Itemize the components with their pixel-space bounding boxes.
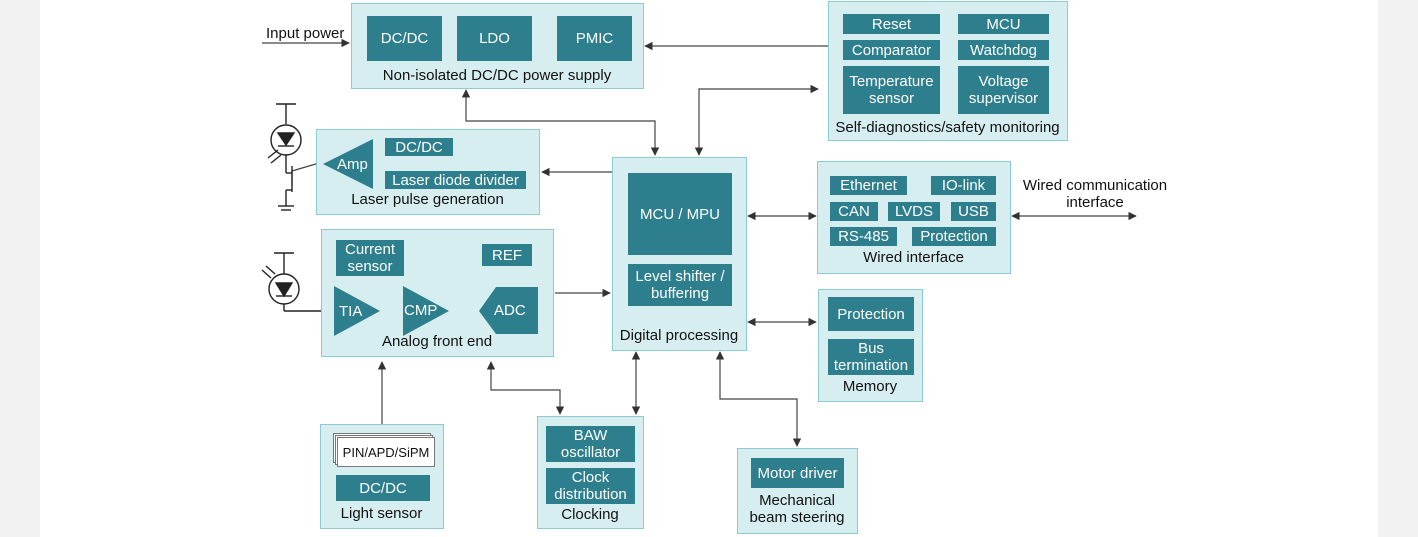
bus-line-1: Bus <box>858 340 884 357</box>
wired-comm-label: Wired communication interface <box>1018 177 1172 211</box>
baw-line-1: BAW <box>573 427 608 444</box>
laser-dcdc-block: DC/DC <box>385 138 453 156</box>
lvds-block: LVDS <box>888 202 940 221</box>
wired-protection-block: Protection <box>912 227 996 246</box>
wired-comm-line-2: interface <box>1066 194 1124 211</box>
clocking-caption: Clocking <box>561 506 619 523</box>
amp-triangle <box>323 139 373 189</box>
clocking-group: BAW oscillator Clock distribution Clocki… <box>537 416 644 529</box>
reset-block: Reset <box>843 14 940 34</box>
level-line-1: Level shifter / <box>635 268 725 285</box>
photodiode-symbol <box>261 252 333 312</box>
laser-caption: Laser pulse generation <box>351 191 504 208</box>
watchdog-block: Watchdog <box>958 40 1049 60</box>
current-line-2: sensor <box>347 258 393 275</box>
digital-processing-group: MCU / MPU Level shifter / buffering Digi… <box>612 157 747 351</box>
beam-line-1: Mechanical <box>759 492 835 509</box>
power-ldo-block: LDO <box>457 16 532 61</box>
baw-line-2: oscillator <box>560 444 621 461</box>
temperature-sensor-block: Temperature sensor <box>843 66 940 114</box>
pin-apd-sipm-label: PIN/APD/SiPM <box>342 444 430 460</box>
current-line-1: Current <box>344 241 396 258</box>
diagnostics-caption: Self-diagnostics/safety monitoring <box>835 119 1060 136</box>
memory-caption: Memory <box>842 378 898 395</box>
rs485-block: RS-485 <box>830 227 897 246</box>
afe-caption: Analog front end <box>381 333 493 350</box>
ethernet-block: Ethernet <box>830 176 907 195</box>
power-supply-group: DC/DC LDO PMIC Non-isolated DC/DC power … <box>351 3 644 89</box>
voltage-line-1: Voltage <box>978 73 1029 90</box>
digital-motor-link <box>715 351 802 447</box>
level-shifter-block: Level shifter / buffering <box>628 264 732 306</box>
temperature-line-1: Temperature <box>849 73 934 90</box>
light-dcdc-block: DC/DC <box>336 475 430 501</box>
temperature-line-2: sensor <box>868 90 915 107</box>
light-sensor-group: PIN/APD/SiPM DC/DC Light sensor <box>320 424 444 529</box>
mcu-mpu-block: MCU / MPU <box>628 173 732 255</box>
laser-pulse-group: Amp DC/DC Laser diode divider Laser puls… <box>316 129 540 215</box>
beam-steering-caption: Mechanical beam steering <box>738 492 856 526</box>
beam-line-2: beam steering <box>749 509 845 526</box>
amp-label: Amp <box>337 156 368 173</box>
digital-caption: Digital processing <box>619 327 739 344</box>
bus-line-2: termination <box>833 357 909 374</box>
voltage-line-2: supervisor <box>968 90 1039 107</box>
cmp-label: CMP <box>404 302 438 319</box>
can-block: CAN <box>830 202 878 221</box>
laser-diode-divider-block: Laser diode divider <box>385 171 526 189</box>
tia-label: TIA <box>339 303 363 320</box>
clock-line-2: distribution <box>554 486 627 503</box>
pin-apd-sipm-block: PIN/APD/SiPM <box>337 437 435 467</box>
beam-steering-group: Motor driver Mechanical beam steering <box>737 448 858 534</box>
bus-termination-block: Bus termination <box>828 339 914 375</box>
power-dcdc-block: DC/DC <box>367 16 442 61</box>
analog-front-end-group: Current sensor REF TIA CMP ADC Analog fr… <box>321 229 554 357</box>
input-power-label: Input power <box>266 25 345 42</box>
wired-caption: Wired interface <box>863 249 964 266</box>
clock-line-1: Clock <box>571 469 610 486</box>
wired-interface-group: Ethernet IO-link CAN LVDS USB RS-485 Pro… <box>817 161 1011 274</box>
afe-shapes <box>334 286 538 336</box>
usb-block: USB <box>951 202 996 221</box>
digital-diag-link <box>694 84 819 156</box>
baw-oscillator-block: BAW oscillator <box>546 426 635 462</box>
light-caption: Light sensor <box>340 505 423 522</box>
comparator-block: Comparator <box>843 40 940 60</box>
iolink-block: IO-link <box>931 176 996 195</box>
ref-block: REF <box>482 244 532 266</box>
power-caption: Non-isolated DC/DC power supply <box>382 67 612 84</box>
memory-group: Protection Bus termination Memory <box>818 289 923 402</box>
memory-protection-block: Protection <box>828 297 914 331</box>
level-line-2: buffering <box>650 285 710 302</box>
power-digital-link <box>461 89 660 156</box>
diagram-canvas: DC/DC LDO PMIC Non-isolated DC/DC power … <box>40 0 1378 537</box>
laser-diode-symbol <box>267 103 302 211</box>
voltage-supervisor-block: Voltage supervisor <box>958 66 1049 114</box>
power-pmic-block: PMIC <box>557 16 632 61</box>
connection-lines <box>261 38 1137 447</box>
diag-mcu-block: MCU <box>958 14 1049 34</box>
adc-label: ADC <box>494 302 526 319</box>
afe-clocking-link <box>486 361 565 415</box>
motor-driver-block: Motor driver <box>751 458 844 488</box>
current-sensor-block: Current sensor <box>336 240 404 276</box>
clock-distribution-block: Clock distribution <box>546 468 635 504</box>
wired-comm-line-1: Wired communication <box>1022 177 1168 194</box>
diagnostics-group: Reset MCU Comparator Watchdog Temperatur… <box>828 1 1068 141</box>
